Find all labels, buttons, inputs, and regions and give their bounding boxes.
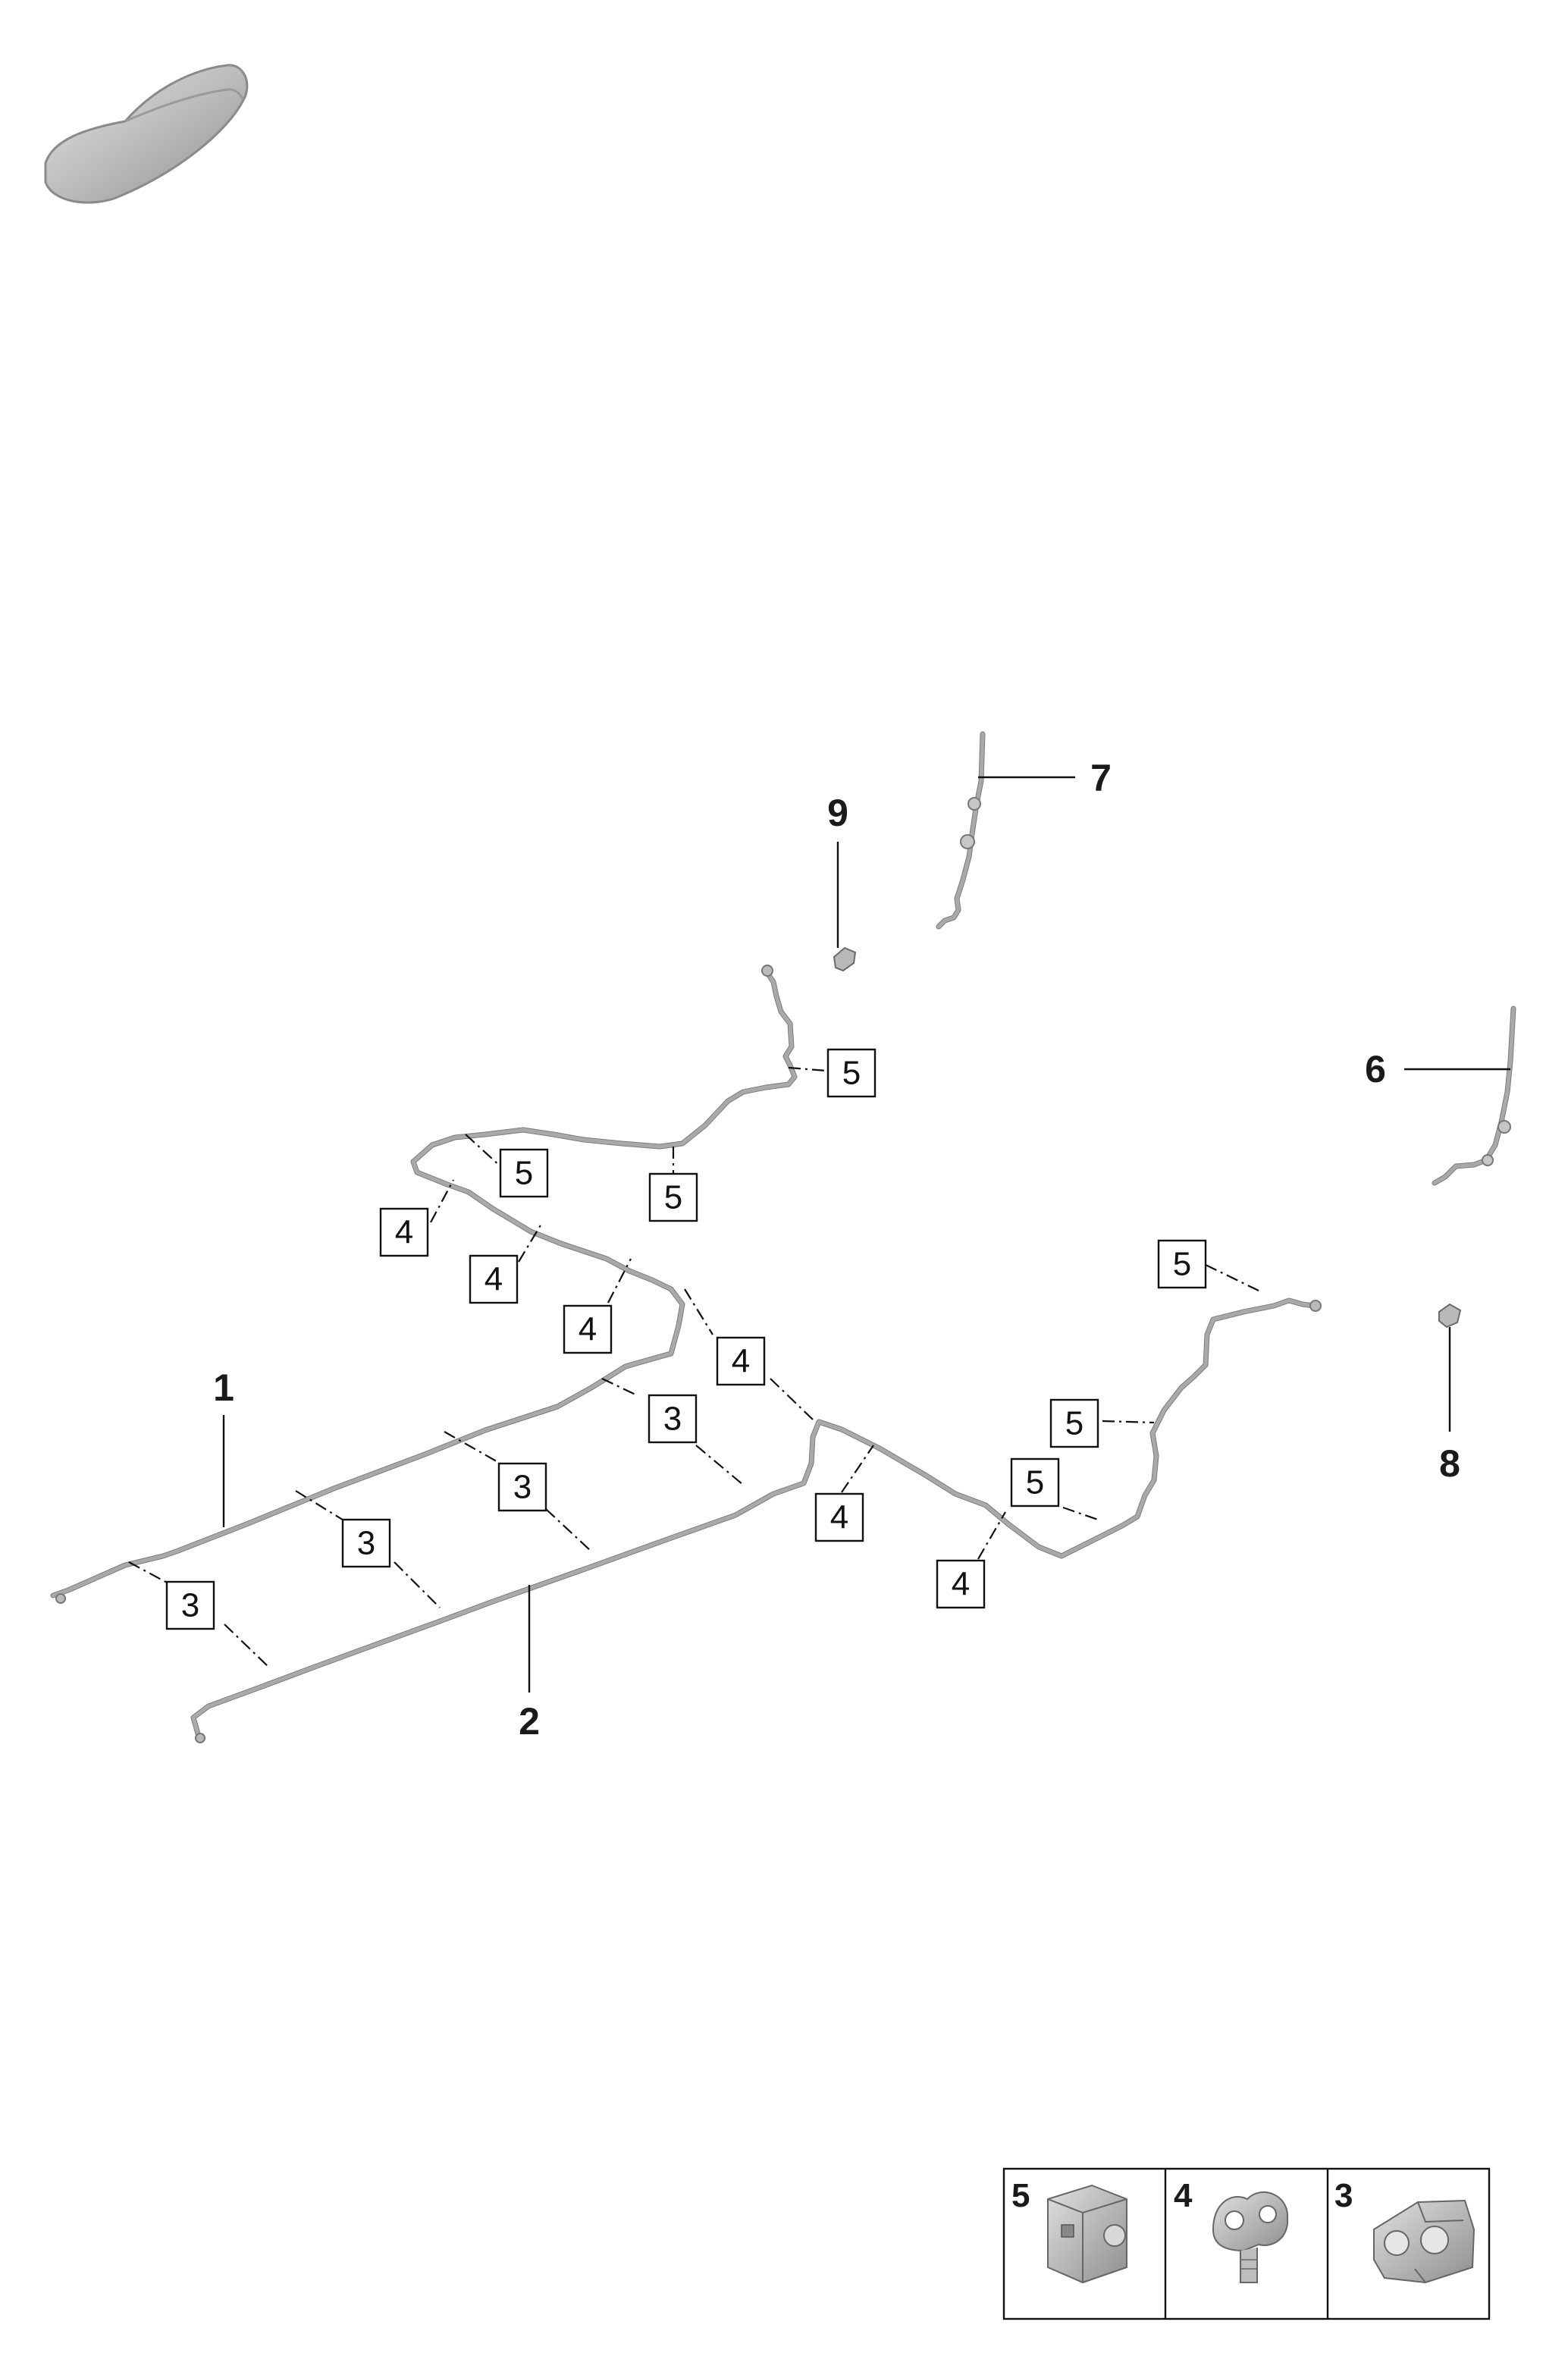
callout-5: 5 [499, 1148, 549, 1198]
svg-text:5: 5 [515, 1155, 533, 1192]
svg-text:4: 4 [830, 1499, 848, 1536]
callout-5: 5 [1049, 1398, 1099, 1448]
svg-text:4: 4 [732, 1343, 750, 1380]
svg-text:3: 3 [357, 1525, 375, 1562]
callout-5: 5 [1010, 1457, 1060, 1508]
legend-label-3: 3 [1334, 2177, 1353, 2214]
vehicle-thumbnail-icon [44, 64, 249, 204]
bracket-8-icon [1438, 1303, 1462, 1329]
callout-3: 3 [497, 1462, 547, 1512]
callout-4: 4 [936, 1559, 986, 1609]
legend-label-5: 5 [1011, 2177, 1030, 2214]
svg-text:5: 5 [842, 1055, 861, 1092]
svg-text:5: 5 [1026, 1464, 1044, 1501]
svg-text:4: 4 [579, 1311, 597, 1348]
brake-line-2 [190, 1297, 1322, 1743]
svg-text:4: 4 [952, 1566, 970, 1603]
brake-line-1 [50, 965, 798, 1604]
bracket-9-icon [833, 946, 857, 972]
callout-4: 4 [469, 1254, 519, 1304]
callout-5: 5 [826, 1048, 877, 1098]
clip-legend: 5 4 3 [1002, 2167, 1491, 2320]
callout-3: 3 [648, 1394, 698, 1444]
svg-text:5: 5 [1173, 1246, 1191, 1283]
brake-hose-7 [936, 731, 986, 930]
svg-text:3: 3 [513, 1469, 532, 1506]
part-label-8: 8 [1439, 1442, 1460, 1485]
callout-4: 4 [563, 1304, 613, 1354]
legend-label-4: 4 [1174, 2177, 1193, 2214]
callout-3: 3 [341, 1518, 391, 1568]
part-label-9: 9 [827, 792, 848, 834]
clip-4-icon [1212, 2191, 1289, 2283]
clip-5-icon [1047, 2184, 1127, 2284]
callout-4: 4 [716, 1336, 766, 1386]
part-label-7: 7 [1090, 757, 1112, 799]
callout-3: 3 [165, 1580, 215, 1630]
callout-4: 4 [814, 1492, 864, 1542]
svg-text:5: 5 [1065, 1405, 1083, 1442]
part-label-6: 6 [1365, 1048, 1386, 1090]
part-label-2: 2 [519, 1700, 540, 1743]
part-label-1: 1 [213, 1366, 234, 1409]
svg-text:4: 4 [485, 1261, 503, 1298]
brake-hose-6 [1432, 1006, 1516, 1186]
callout-4: 4 [379, 1207, 429, 1257]
clip-3-icon [1373, 2199, 1475, 2284]
svg-text:5: 5 [664, 1179, 682, 1216]
callout-5: 5 [648, 1172, 698, 1222]
svg-text:3: 3 [181, 1587, 199, 1624]
callout-5: 5 [1157, 1239, 1207, 1289]
svg-text:3: 3 [663, 1401, 682, 1438]
svg-text:4: 4 [395, 1214, 413, 1251]
